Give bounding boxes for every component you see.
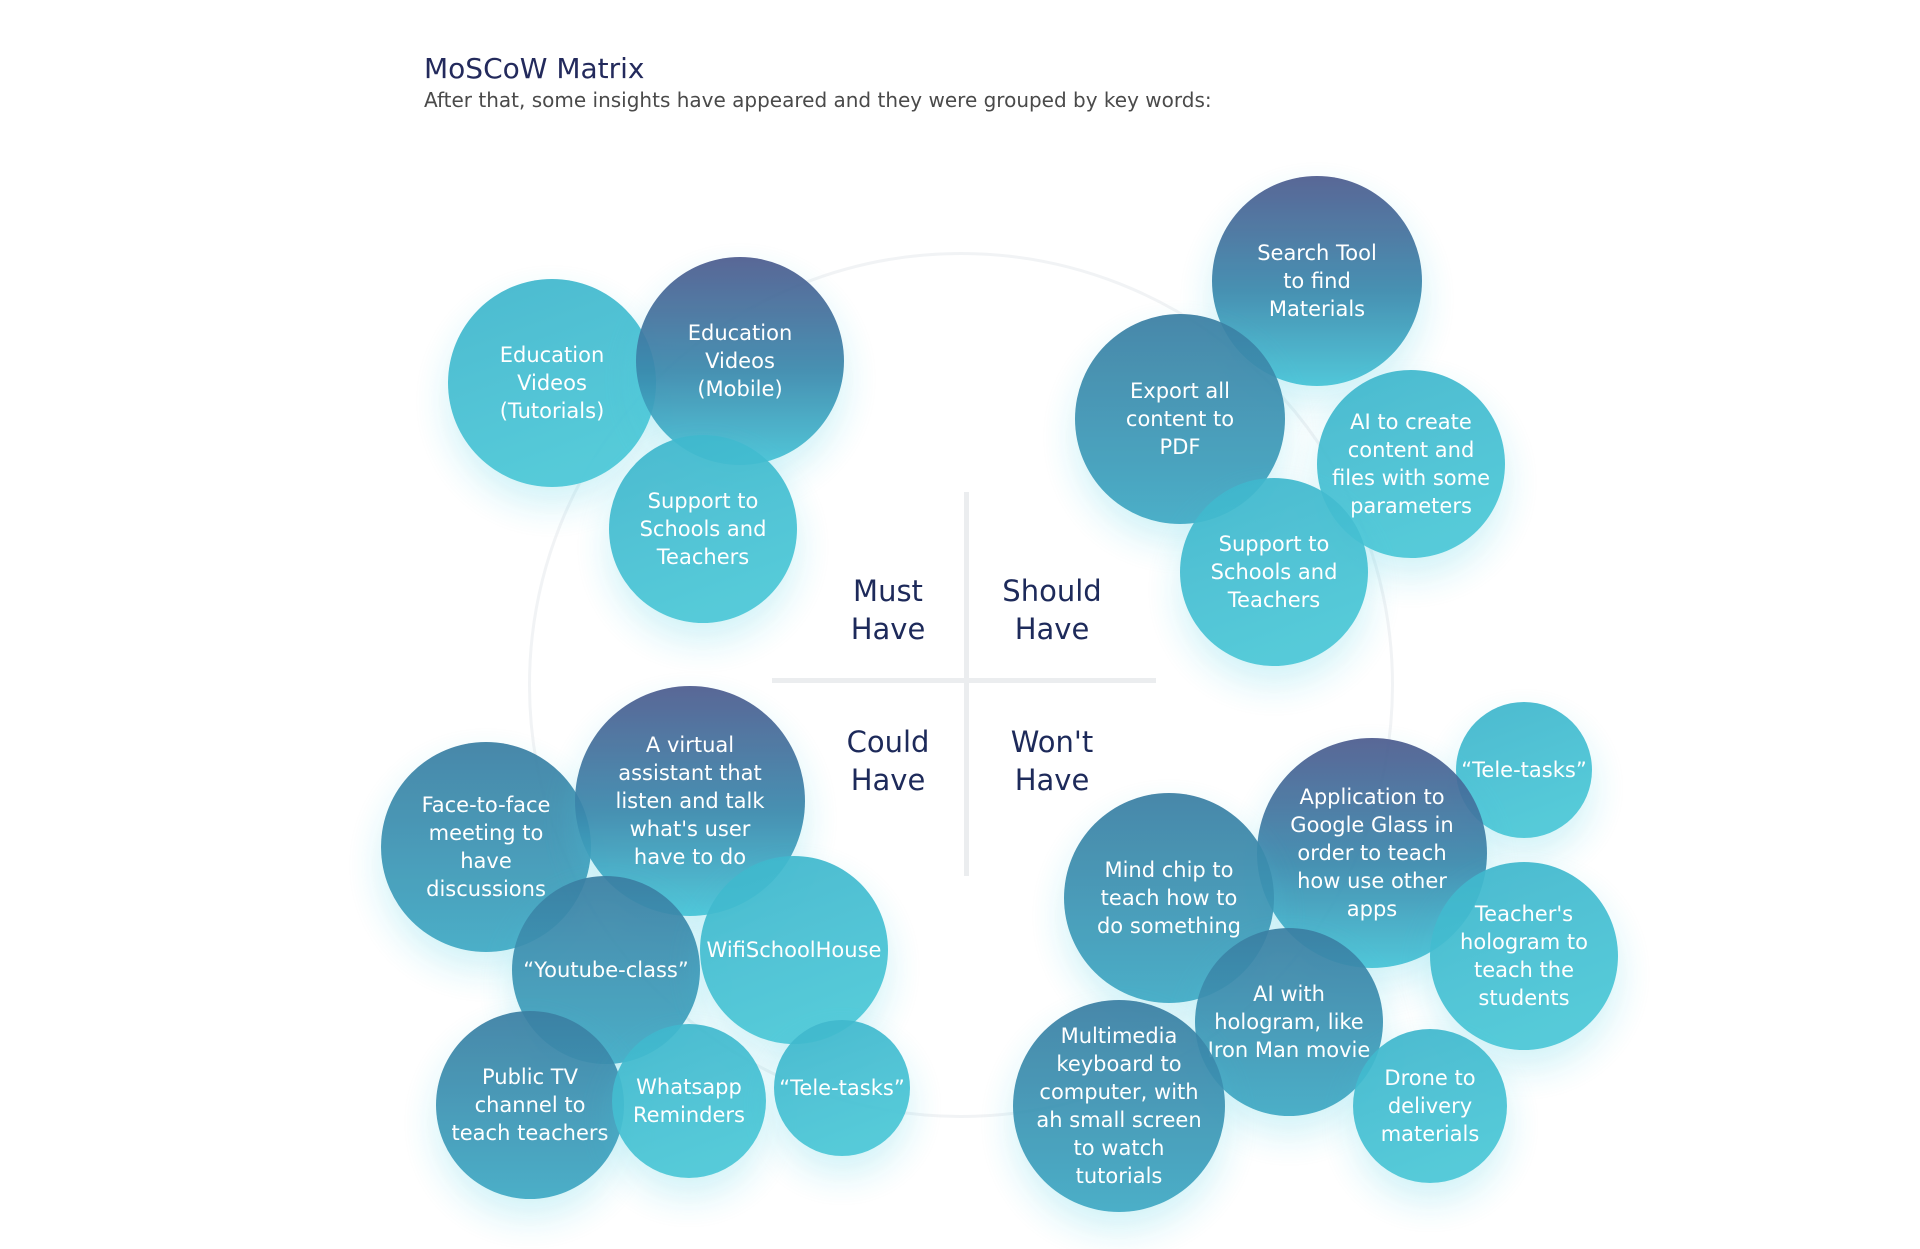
- page-subtitle: After that, some insights have appeared …: [424, 88, 1212, 112]
- bubble-ai-hologram: AI with hologram, like Iron Man movie: [1195, 928, 1383, 1116]
- bubble-drone-delivery: Drone to delivery materials: [1353, 1029, 1507, 1183]
- bubble-tele-tasks-wont: “Tele-tasks”: [1456, 702, 1592, 838]
- bubble-whatsapp-reminders: Whatsapp Reminders: [612, 1024, 766, 1178]
- horizontal-axis: [772, 678, 1156, 683]
- page-title: MoSCoW Matrix: [424, 52, 645, 85]
- bubble-education-videos-tutorials: Education Videos (Tutorials): [448, 279, 656, 487]
- bubble-tele-tasks-could: “Tele-tasks”: [774, 1020, 910, 1156]
- bubble-support-schools-teachers-should: Support to Schools and Teachers: [1180, 478, 1368, 666]
- bubble-public-tv: Public TV channel to teach teachers: [436, 1011, 624, 1199]
- bubble-support-schools-teachers-must: Support to Schools and Teachers: [609, 435, 797, 623]
- bubble-wifi-school-house: WifiSchoolHouse: [700, 856, 888, 1044]
- vertical-axis: [964, 492, 969, 876]
- bubble-teacher-hologram: Teacher's hologram to teach the students: [1430, 862, 1618, 1050]
- bubble-education-videos-mobile: Education Videos (Mobile): [636, 257, 844, 465]
- bubble-multimedia-keyboard: Multimedia keyboard to computer, with ah…: [1013, 1000, 1225, 1212]
- matrix-ring: [528, 252, 1394, 1118]
